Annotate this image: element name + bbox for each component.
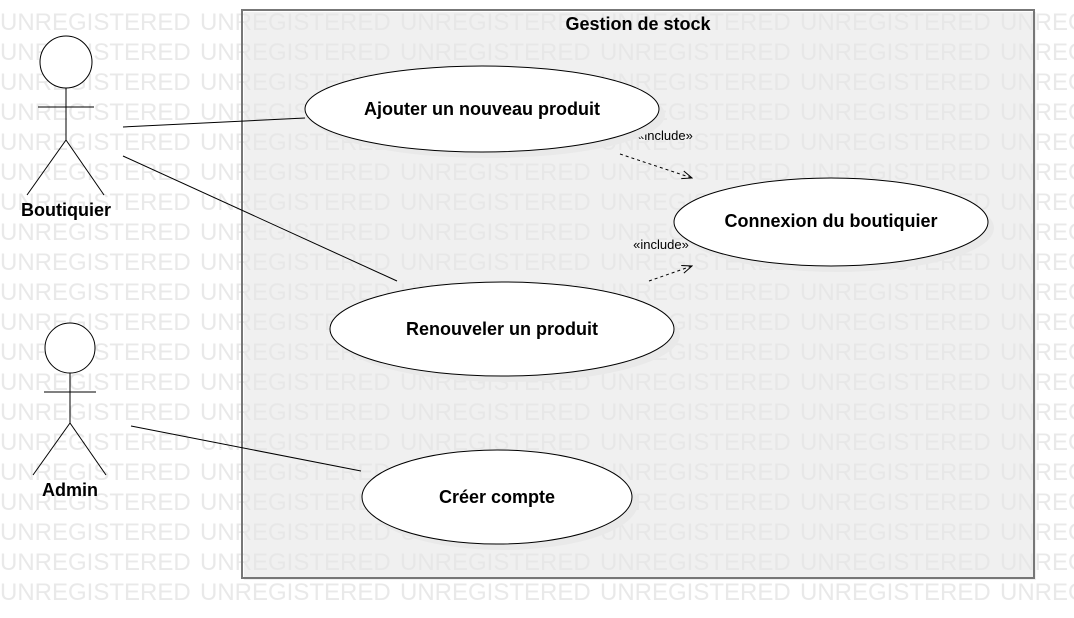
watermark-text: UNREGISTERED xyxy=(1000,579,1074,606)
watermark-text: UNREGISTERED xyxy=(0,279,191,306)
watermark-text: UNREGISTERED xyxy=(0,579,191,606)
watermark-text: UNREGISTERED xyxy=(0,9,191,36)
watermark-text: UNREGISTERED xyxy=(0,99,191,126)
watermark-text: UNREGISTERED xyxy=(0,459,191,486)
use-case-connexion-label: Connexion du boutiquier xyxy=(725,211,938,231)
use-case-connexion[interactable]: Connexion du boutiquier xyxy=(673,177,994,272)
actor-boutiquier[interactable]: Boutiquier xyxy=(21,35,111,220)
include-label-ajouter: «include» xyxy=(637,128,693,143)
watermark-text: UNREGISTERED xyxy=(600,579,791,606)
include-dependencies: «include» «include» xyxy=(619,128,693,282)
system-title: Gestion de stock xyxy=(565,14,711,34)
watermark-text: UNREGISTERED xyxy=(0,399,191,426)
use-case-ajouter-label: Ajouter un nouveau produit xyxy=(364,99,600,119)
watermark-text: UNREGISTERED xyxy=(0,189,191,216)
include-label-renouveler: «include» xyxy=(633,237,689,252)
watermark-text: UNREGISTERED xyxy=(0,309,191,336)
watermark-text: UNREGISTERED xyxy=(0,129,191,156)
include-arrow-renouveler-connexion[interactable] xyxy=(648,266,692,282)
watermark-text: UNREGISTERED xyxy=(0,519,191,546)
watermark-text: UNREGISTERED xyxy=(0,69,191,96)
watermark-text: UNREGISTERED xyxy=(0,249,191,276)
watermark-text: UNREGISTERED xyxy=(200,579,391,606)
include-arrow-ajouter-connexion[interactable] xyxy=(619,153,692,178)
watermark-text: UNREGISTERED xyxy=(0,489,191,516)
use-case-renouveler-label: Renouveler un produit xyxy=(406,319,598,339)
use-case-creer[interactable]: Créer compte xyxy=(361,449,638,550)
association-boutiquier-ajouter[interactable] xyxy=(122,117,306,128)
watermark-text: UNREGISTERED xyxy=(800,579,991,606)
association-boutiquier-renouveler[interactable] xyxy=(122,155,398,282)
associations xyxy=(122,117,398,472)
use-case-ajouter[interactable]: Ajouter un nouveau produit xyxy=(304,65,665,158)
actor-admin[interactable]: Admin xyxy=(32,322,107,500)
stick-figure-icon xyxy=(26,35,105,196)
use-case-renouveler[interactable]: Renouveler un produit xyxy=(329,281,680,382)
watermark-text: UNREGISTERED xyxy=(0,429,191,456)
stick-figure-icon xyxy=(32,322,107,476)
actor-admin-label: Admin xyxy=(42,480,98,500)
watermark-text: UNREGISTERED xyxy=(400,579,591,606)
watermark-text: UNREGISTERED xyxy=(0,549,191,576)
watermark-text: UNREGISTERED xyxy=(0,339,191,366)
watermark-text: UNREGISTERED xyxy=(0,219,191,246)
actor-boutiquier-label: Boutiquier xyxy=(21,200,111,220)
association-admin-creer[interactable] xyxy=(130,425,362,472)
use-case-creer-label: Créer compte xyxy=(439,487,555,507)
watermark-text: UNREGISTERED xyxy=(0,39,191,66)
